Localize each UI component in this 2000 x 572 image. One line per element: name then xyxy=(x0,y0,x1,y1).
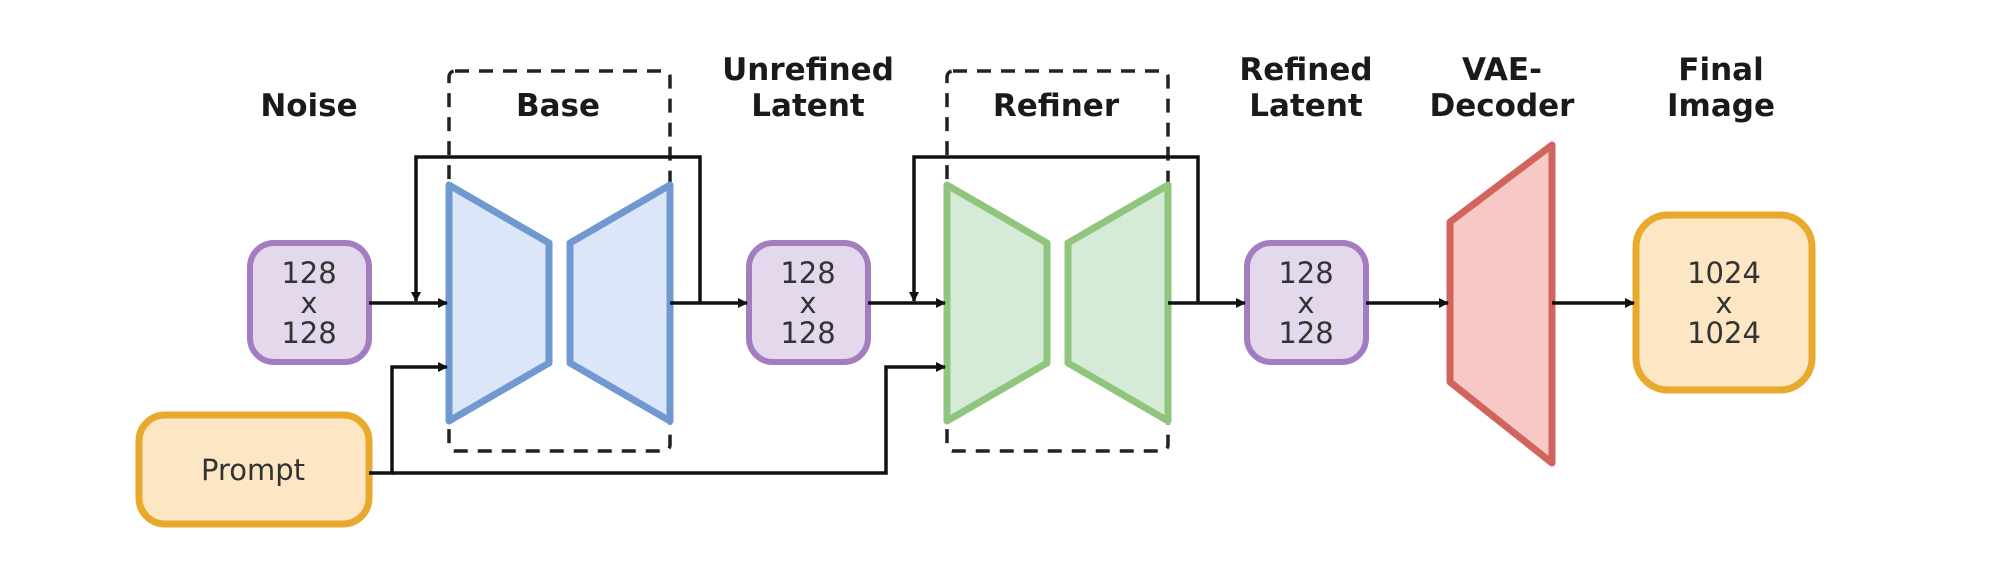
label-refiner: Refiner xyxy=(993,88,1120,124)
unrefined-size-bottom: 128 xyxy=(780,316,835,350)
label-base: Base xyxy=(516,88,600,124)
prompt-box: Prompt xyxy=(135,411,373,528)
refined-latent-box: 128 x 128 xyxy=(1244,240,1369,365)
noise-size-top: 128 xyxy=(281,256,336,290)
refiner-decoder-shape xyxy=(1064,181,1172,425)
refiner-loop-arrow xyxy=(909,155,1200,303)
base-encoder-shape xyxy=(445,181,553,425)
refined-size-bottom: 128 xyxy=(1278,316,1333,350)
final-size-bottom: 1024 xyxy=(1687,316,1761,350)
label-unrefined-line1: Unrefined xyxy=(722,52,894,88)
prompt-to-refiner-arrow xyxy=(392,362,946,475)
prompt-label: Prompt xyxy=(201,453,305,487)
refiner-encoder-shape xyxy=(943,181,1051,425)
noise-size-bottom: 128 xyxy=(281,316,336,350)
noise-latent-box: 128 x 128 xyxy=(247,240,372,365)
label-noise: Noise xyxy=(260,88,357,124)
label-vae-line2: Decoder xyxy=(1430,88,1576,124)
refined-size-x: x xyxy=(1297,286,1314,320)
unrefined-latent-box: 128 x 128 xyxy=(746,240,871,365)
final-image-box: 1024 x 1024 xyxy=(1632,211,1816,394)
base-loop-arrow xyxy=(411,155,702,303)
vae-decoder-shape xyxy=(1446,141,1556,467)
label-refined-line1: Refined xyxy=(1239,52,1372,88)
prompt-to-base-arrow xyxy=(369,362,448,475)
label-final-line1: Final xyxy=(1678,52,1763,88)
label-vae-line1: VAE- xyxy=(1462,52,1542,88)
label-unrefined-line2: Latent xyxy=(751,88,865,124)
unrefined-size-top: 128 xyxy=(780,256,835,290)
final-size-x: x xyxy=(1715,286,1732,320)
final-size-top: 1024 xyxy=(1687,256,1761,290)
label-final-line2: Image xyxy=(1667,88,1775,124)
noise-size-x: x xyxy=(300,286,317,320)
unrefined-size-x: x xyxy=(799,286,816,320)
base-decoder-shape xyxy=(566,181,674,425)
refined-size-top: 128 xyxy=(1278,256,1333,290)
label-refined-line2: Latent xyxy=(1249,88,1363,124)
